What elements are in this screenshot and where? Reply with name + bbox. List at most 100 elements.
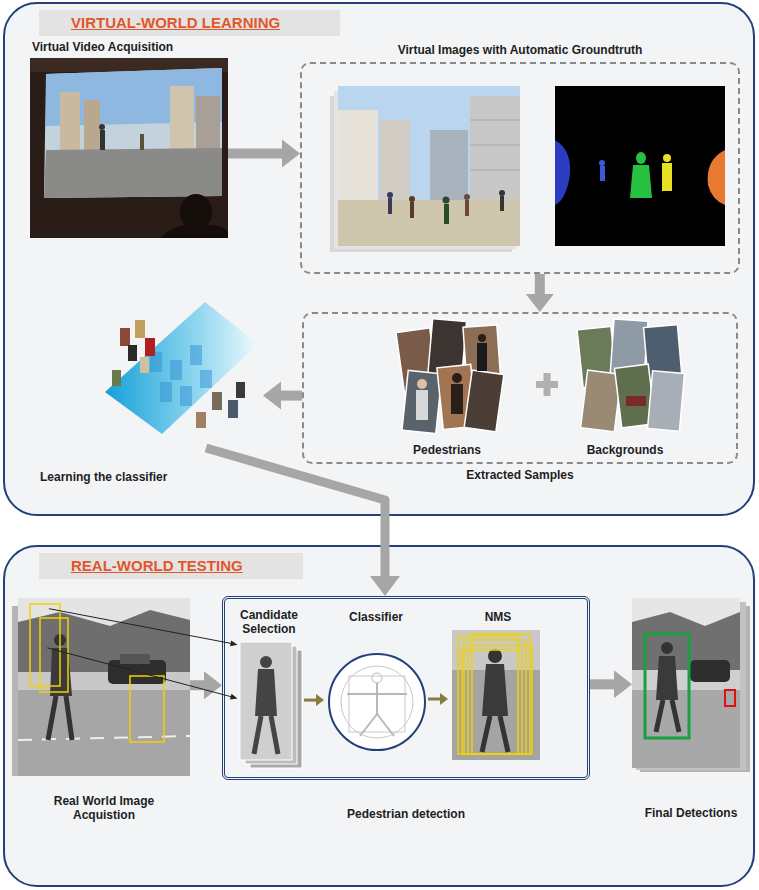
arrow-head (230, 640, 237, 646)
virtual-city-image-part (499, 190, 505, 196)
final-detections-image-part (656, 700, 663, 732)
classifier-plane-part (105, 302, 258, 434)
final-detections-image-part (672, 700, 679, 732)
groundtruth-image (555, 86, 725, 246)
projection-photo-part (44, 148, 222, 198)
arrow-line (47, 648, 231, 697)
nms-image-part (482, 716, 490, 752)
virtual-city-image-part (470, 170, 520, 171)
virtual-city-image-part (380, 120, 410, 200)
flow-arrow (228, 139, 300, 167)
node-label: Virtual Video Acquisition (32, 40, 230, 54)
classifier-plane-part (112, 370, 121, 386)
node-label: Pedestrians (392, 443, 502, 457)
node-label: Pedestrian detection (225, 807, 587, 821)
arrow-line (49, 609, 232, 644)
node-label: Candidate Selection (234, 608, 304, 636)
classifier-plane-part (200, 370, 212, 388)
real-street-image-part (120, 654, 150, 664)
section-heading: VIRTUAL-WORLD LEARNING (39, 10, 340, 36)
flow-arrow (590, 670, 632, 698)
pedestrian-samples-part (417, 379, 427, 389)
node-label: Virtual Images with Automatic Groundtrut… (302, 43, 738, 57)
nms-image-part (488, 649, 502, 663)
flow-arrow (428, 693, 448, 705)
virtual-city-image-part (388, 198, 392, 214)
node-label: Extracted Samples (304, 468, 736, 482)
real-street-image-part (18, 598, 190, 776)
virtual-city-image-part (470, 145, 520, 146)
flow-arrow (49, 609, 238, 647)
arrow-line (280, 391, 302, 401)
classifier-symbol-part (349, 676, 405, 732)
pedestrian-samples-part (402, 370, 442, 433)
candidate-crops-part (254, 716, 261, 754)
final-detections-image-part (661, 642, 673, 654)
classifier-symbol-part (372, 673, 382, 683)
groundtruth-image-part (662, 163, 672, 191)
final-detections-image (632, 598, 750, 772)
real-street-image-part (130, 676, 164, 742)
projection-photo-part (196, 96, 220, 152)
section-heading: REAL-WORLD TESTING (39, 553, 303, 579)
virtual-city-image-part (387, 192, 393, 198)
candidate-crops-part (240, 642, 292, 760)
projection-photo-part (160, 225, 228, 238)
groundtruth-image-part (555, 140, 570, 205)
pedestrian-samples-part (416, 390, 428, 420)
arrow-head (204, 671, 222, 699)
final-detections-image-part (645, 634, 689, 738)
classifier-symbol-part (360, 714, 377, 736)
flow-arrow (526, 274, 554, 312)
groundtruth-image-part (663, 154, 671, 162)
projection-photo-part (170, 86, 194, 152)
background-samples-part (648, 371, 685, 432)
nms-image-part (462, 650, 522, 754)
classifier-plane-part (180, 386, 192, 406)
pedestrian-samples-part (452, 373, 462, 383)
classifier-plane-part (228, 400, 238, 418)
classifier-symbol (329, 654, 425, 750)
projection-photo-part (84, 100, 100, 150)
virtual-city-image-part (443, 197, 450, 204)
arrow-line (535, 274, 545, 295)
virtual-city-image (330, 86, 520, 252)
background-samples (577, 319, 684, 432)
nms-image-part (472, 634, 530, 754)
arrow-head (614, 670, 632, 698)
classifier-plane-part (145, 338, 155, 356)
arrow-head (370, 576, 400, 596)
classifier-plane-part (212, 392, 222, 410)
virtual-city-image-part (430, 130, 468, 200)
classifier-symbol-part (376, 683, 378, 714)
projection-photo-part (100, 130, 105, 150)
classifier-plane-part (170, 360, 182, 380)
classifier-plane-part (135, 320, 145, 338)
classifier-plane-part (140, 357, 149, 373)
flow-arrow (206, 448, 400, 596)
nms-image-part (500, 716, 508, 752)
classifier-plane-part (196, 412, 206, 428)
groundtruth-image-part (599, 160, 605, 166)
arrow-head (316, 694, 324, 706)
groundtruth-image-part (630, 165, 652, 198)
arrow-line (590, 679, 615, 689)
virtual-city-image-part (470, 96, 520, 206)
arrow-line (206, 448, 385, 577)
node-label: NMS (448, 610, 548, 624)
nms-image (452, 630, 540, 760)
classifier-plane-part (128, 345, 137, 361)
projection-photo (30, 58, 228, 238)
classifier-symbol-part (329, 654, 425, 750)
classifier-plane (105, 302, 258, 434)
projection-photo-part (30, 58, 228, 238)
arrow-line (428, 698, 441, 701)
arrow-head (282, 139, 300, 167)
final-detections-image-part (690, 660, 730, 682)
pedestrian-samples-part (477, 343, 487, 371)
projection-photo-part (180, 194, 212, 230)
arrow-line (304, 699, 317, 702)
virtual-city-image-part (338, 86, 520, 246)
final-detections-image-part (632, 598, 740, 768)
